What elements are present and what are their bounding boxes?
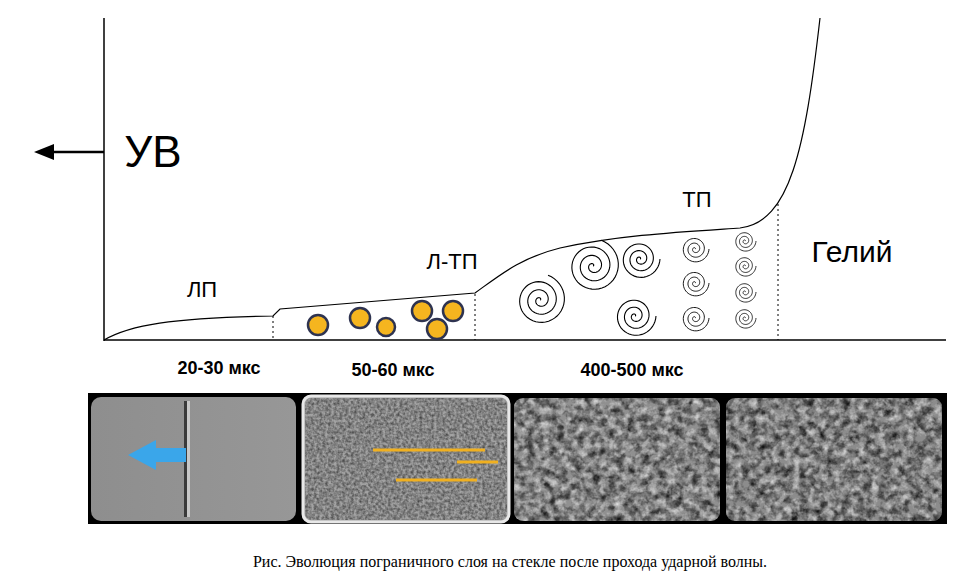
time-label: 50-60 мкс [351, 360, 434, 381]
vortex-spiral [623, 244, 660, 277]
region-label: ТП [682, 187, 711, 212]
photo-panel [514, 398, 720, 521]
time-label: 20-30 мкс [177, 358, 260, 379]
shock-front [187, 401, 190, 517]
figure-caption: Рис. Эволюция пограничного слоя на стекл… [253, 553, 767, 571]
vortex-spirals [520, 233, 756, 336]
vortex-spiral [736, 310, 756, 328]
vortex-spiral [736, 284, 756, 302]
photo-texture [726, 398, 942, 521]
vortex-spiral [683, 239, 709, 262]
axis-line [103, 18, 105, 341]
vortex-spiral [736, 233, 756, 251]
vortex-spiral [617, 300, 656, 335]
photo-panel [726, 398, 942, 521]
arrow-head [34, 144, 54, 160]
photo-panel [91, 397, 296, 521]
region-label: ЛП [187, 277, 217, 302]
photo-panel [303, 396, 509, 522]
region-divider [778, 204, 779, 340]
vortex-spiral [736, 258, 756, 276]
shock-wave-label: УВ [124, 127, 181, 178]
flow-arrow [128, 440, 186, 470]
region-divider [273, 316, 274, 340]
axis-line [104, 339, 946, 341]
photo-texture [305, 398, 507, 520]
region-divider [475, 294, 476, 340]
gas-label: Гелий [812, 235, 893, 270]
streak-marks [373, 450, 498, 480]
photo-texture [514, 398, 720, 521]
arrow-line [48, 151, 104, 154]
photo-texture [726, 398, 942, 521]
photo-strip [88, 393, 947, 524]
vortex-spiral [572, 240, 618, 289]
vortex-spiral [683, 273, 709, 296]
boundary-curve [104, 18, 820, 340]
region-label: Л-ТП [426, 249, 477, 274]
photo-texture [514, 398, 720, 521]
vortex-spiral [683, 308, 709, 331]
time-label: 400-500 мкс [580, 360, 683, 381]
turbulent-spots [308, 301, 463, 339]
vortex-spiral [520, 275, 565, 322]
